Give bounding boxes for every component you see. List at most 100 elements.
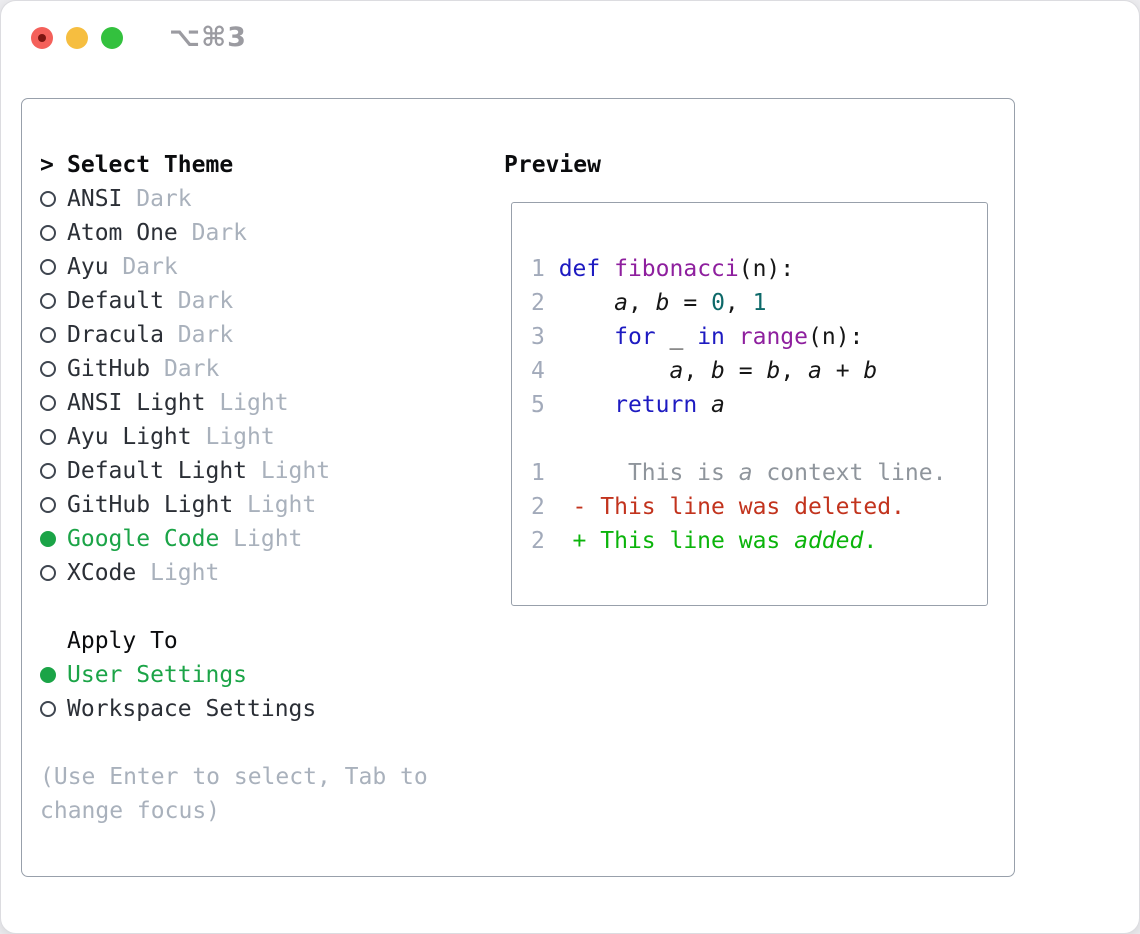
select-theme-title: Select Theme xyxy=(67,152,234,178)
window-title: ⌥⌘3 xyxy=(169,22,247,53)
token: in xyxy=(697,324,725,350)
token xyxy=(725,324,739,350)
theme-item-ayu[interactable]: Ayu Dark xyxy=(40,250,440,284)
theme-name: Atom One xyxy=(67,220,178,246)
token: - This line was deleted. xyxy=(558,494,905,520)
token: def xyxy=(558,256,601,282)
theme-item-atom-one[interactable]: Atom One Dark xyxy=(40,216,440,250)
theme-variant-tag: Light xyxy=(247,492,317,518)
prompt-cursor-icon: > xyxy=(40,152,54,178)
token: for xyxy=(614,324,656,350)
theme-name: GitHub Light xyxy=(67,492,234,518)
theme-name: ANSI Light xyxy=(67,390,206,416)
radio-icon xyxy=(40,395,56,411)
hint-text: (Use Enter to select, Tab to change focu… xyxy=(40,764,428,824)
theme-variant-tag: Light xyxy=(260,458,331,484)
apply-option-workspace-settings[interactable]: Workspace Settings xyxy=(40,692,440,726)
spacer xyxy=(40,590,440,624)
token: 1 xyxy=(752,290,767,316)
token: . xyxy=(863,528,878,554)
theme-item-github-light[interactable]: GitHub Light Light xyxy=(40,488,440,522)
token: This is xyxy=(558,460,739,486)
token: (n): xyxy=(808,324,864,350)
diff-context-line: 1 This is a context line. xyxy=(531,456,987,490)
token: = xyxy=(724,358,767,384)
token xyxy=(600,256,614,282)
theme-variant-tag: Dark xyxy=(177,288,234,314)
theme-name: Ayu xyxy=(67,254,109,280)
token: a xyxy=(738,460,753,486)
token: fibonacci xyxy=(614,256,739,282)
token xyxy=(559,324,614,350)
token: added xyxy=(794,528,864,554)
token: b xyxy=(655,290,670,316)
token xyxy=(697,392,711,418)
theme-variant-tag: Dark xyxy=(191,220,248,246)
close-button[interactable] xyxy=(31,27,53,49)
theme-item-default-light[interactable]: Default Light Light xyxy=(40,454,440,488)
token: + This line was xyxy=(558,528,795,554)
token xyxy=(559,358,670,384)
code-line-3: 3 for _ in range(n): xyxy=(531,320,987,354)
token: a xyxy=(711,392,725,418)
select-theme-header: > Select Theme xyxy=(40,148,440,182)
theme-variant-tag: Light xyxy=(233,526,303,552)
line-number: 2 xyxy=(531,528,545,554)
radio-icon xyxy=(40,463,56,479)
token: 0 xyxy=(711,290,725,316)
token: , xyxy=(627,290,656,316)
spacer xyxy=(40,726,440,760)
minimize-button[interactable] xyxy=(66,27,88,49)
radio-icon xyxy=(40,225,56,241)
radio-icon xyxy=(40,327,56,343)
theme-name: GitHub xyxy=(67,356,151,382)
radio-icon xyxy=(40,361,56,377)
token: , xyxy=(724,290,753,316)
radio-icon xyxy=(40,191,56,207)
code-line-4: 4 a, b = b, a + b xyxy=(531,354,987,388)
line-number: 3 xyxy=(531,324,545,350)
token: b xyxy=(711,358,725,384)
radio-icon xyxy=(40,565,56,581)
token xyxy=(559,290,614,316)
title-bar: ⌥⌘3 xyxy=(1,1,1139,73)
theme-variant-tag: Dark xyxy=(122,254,178,280)
line-number: 1 xyxy=(531,460,545,486)
token: , xyxy=(683,358,712,384)
radio-icon xyxy=(40,293,56,309)
theme-name: ANSI xyxy=(67,186,123,212)
theme-name: Default Light xyxy=(67,458,248,484)
zoom-button[interactable] xyxy=(101,27,123,49)
token: range xyxy=(738,324,808,350)
radio-icon xyxy=(40,259,56,275)
token: b xyxy=(766,358,781,384)
diff-added-line: 2 + This line was added. xyxy=(531,524,987,558)
radio-icon xyxy=(40,701,56,717)
apply-option-label: Workspace Settings xyxy=(67,696,317,722)
token: = xyxy=(669,290,712,316)
code-line-2: 2 a, b = 0, 1 xyxy=(531,286,987,320)
token xyxy=(559,392,614,418)
line-number: 2 xyxy=(531,290,545,316)
token: a xyxy=(669,358,684,384)
blank-line xyxy=(531,422,987,456)
token: _ xyxy=(655,324,698,350)
token: (n): xyxy=(738,256,795,282)
preview-title: Preview xyxy=(504,152,601,178)
theme-variant-tag: Dark xyxy=(177,322,234,348)
line-number: 4 xyxy=(531,358,545,384)
apply-option-user-settings[interactable]: User Settings xyxy=(40,658,440,692)
